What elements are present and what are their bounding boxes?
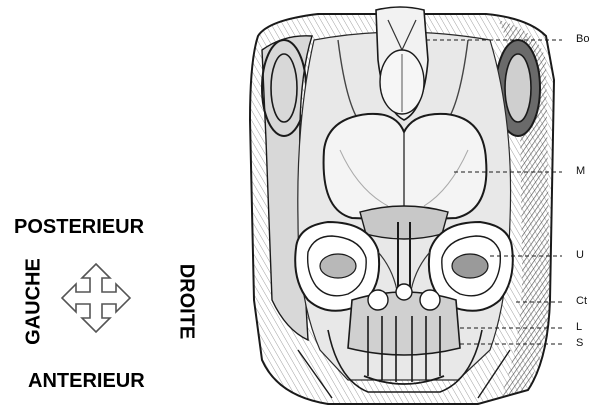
callout-label-m: M — [576, 165, 585, 177]
callout-label-s: S — [576, 337, 583, 349]
left-label: GAUCHE — [23, 252, 46, 352]
callout-label-l: L — [576, 321, 582, 333]
right-label: DROITE — [175, 252, 198, 352]
posterior-label: POSTERIEUR — [14, 216, 144, 239]
dissection-illustration — [228, 0, 574, 410]
callout-label-bo: Bo — [576, 33, 589, 45]
four-way-arrow-icon — [60, 262, 132, 334]
callout-label-u: U — [576, 249, 584, 261]
anterior-label: ANTERIEUR — [28, 370, 145, 393]
callout-label-ct: Ct — [576, 295, 587, 307]
